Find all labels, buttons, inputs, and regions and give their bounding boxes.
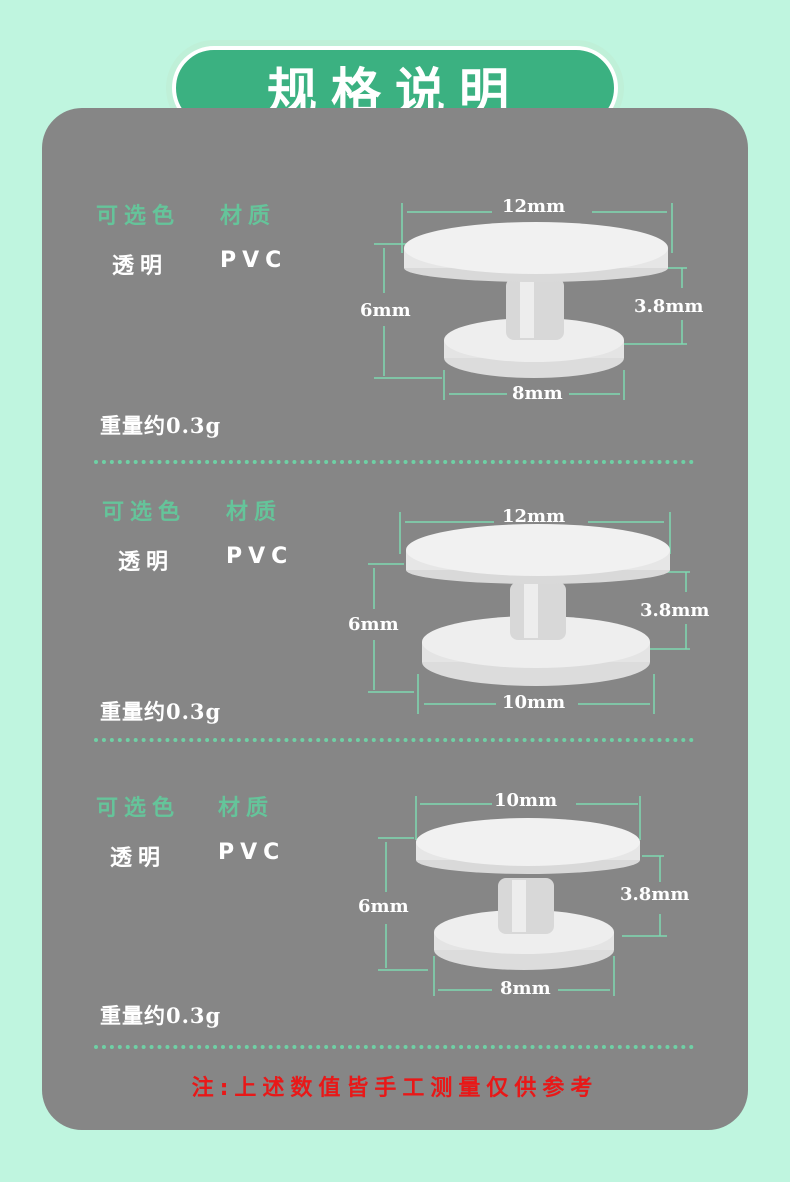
dotted-divider [94,1045,694,1049]
height-dimension: 6mm [358,896,409,917]
height-dimension: 6mm [348,614,399,635]
material-label: 材质 [218,796,275,821]
measurement-note: 注:上述数值皆手工测量仅供参考 [191,1076,599,1101]
weight-text: 重量约0.3g [100,413,222,438]
earring-back-diagram [378,796,667,996]
stem-height-dimension: 3.8mm [640,600,710,621]
weight-text: 重量约0.3g [100,699,222,724]
height-dimension: 6mm [360,300,411,321]
stem-height-dimension: 3.8mm [620,884,690,905]
color-value: 透明 [110,846,167,871]
earring-back-shape [404,222,668,378]
bottom-diameter: 10mm [502,692,566,713]
earring-back-diagram [374,203,687,400]
bottom-diameter: 8mm [500,978,551,999]
earring-back-shape [406,524,670,686]
dotted-divider [94,460,694,464]
top-diameter: 12mm [502,196,566,217]
color-label: 可选色 [102,500,187,525]
material-value: PVC [220,248,288,273]
material-label: 材质 [226,500,283,525]
stem-height-dimension: 3.8mm [634,296,704,317]
bottom-diameter: 8mm [512,383,563,404]
spec-panel: 可选色 材质 透明 PVC [42,108,748,1130]
color-label: 可选色 [96,796,181,821]
color-value: 透明 [118,550,175,575]
earring-back-diagram [368,512,690,714]
color-label: 可选色 [96,204,181,229]
material-label: 材质 [220,204,277,229]
dotted-divider [94,738,694,742]
material-value: PVC [218,840,286,865]
top-diameter: 10mm [494,790,558,811]
top-diameter: 12mm [502,506,566,527]
earring-back-shape [416,818,640,970]
weight-text: 重量约0.3g [100,1003,222,1028]
material-value: PVC [226,544,294,569]
color-value: 透明 [112,254,169,279]
